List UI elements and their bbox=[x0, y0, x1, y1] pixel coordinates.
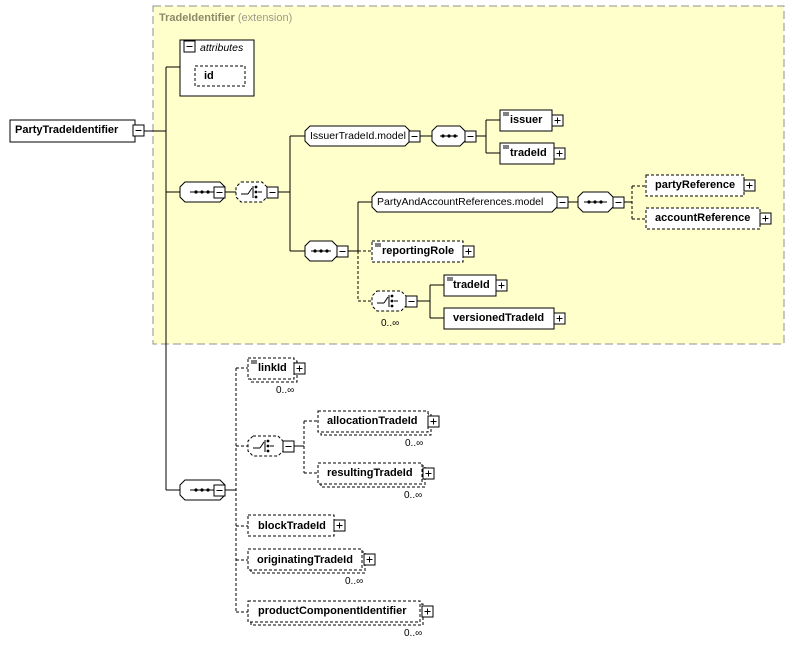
element-party-reference[interactable] bbox=[645, 174, 756, 197]
element-product-component-identifier[interactable] bbox=[247, 600, 434, 626]
element-account-reference[interactable] bbox=[645, 207, 772, 230]
element-originating-trade-id[interactable] bbox=[247, 548, 376, 574]
originating-trade-id-cardinality: 0..∞ bbox=[345, 576, 364, 587]
party-reference-label: partyReference bbox=[655, 179, 736, 191]
inner-choice-cardinality: 0..∞ bbox=[381, 318, 400, 329]
element-block-trade-id[interactable] bbox=[247, 514, 346, 537]
product-component-identifier-cardinality: 0..∞ bbox=[404, 628, 423, 639]
tradeid-label-2: tradeId bbox=[453, 279, 490, 291]
extension-type-name: TradeIdentifier bbox=[159, 12, 235, 24]
product-component-identifier-label: productComponentIdentifier bbox=[258, 605, 407, 617]
choice-compositor-1[interactable] bbox=[235, 181, 279, 203]
element-resulting-trade-id[interactable] bbox=[317, 462, 435, 488]
allocation-trade-id-cardinality: 0..∞ bbox=[405, 438, 424, 449]
root-element-label: PartyTradeIdentifier bbox=[15, 124, 119, 136]
sequence-compositor-2[interactable] bbox=[431, 125, 477, 147]
attributes-title: attributes bbox=[200, 42, 244, 54]
sequence-compositor-4[interactable] bbox=[577, 191, 625, 213]
party-model-label: PartyAndAccountReferences.model bbox=[377, 196, 544, 208]
tradeid-label-1: tradeId bbox=[510, 147, 547, 159]
element-versioned-trade-id[interactable] bbox=[443, 307, 566, 330]
attribute-id-label: id bbox=[204, 70, 214, 82]
issuer-model-label: IssuerTradeId.model bbox=[310, 130, 406, 142]
party-model-group[interactable] bbox=[371, 191, 569, 213]
element-allocation-trade-id[interactable] bbox=[317, 410, 440, 436]
reporting-role-label: reportingRole bbox=[382, 245, 455, 257]
allocation-trade-id-label: allocationTradeId bbox=[327, 415, 418, 427]
sequence-compositor-5[interactable] bbox=[179, 479, 226, 501]
block-trade-id-label: blockTradeId bbox=[258, 520, 326, 532]
optional-connectors bbox=[235, 185, 646, 613]
account-reference-label: accountReference bbox=[655, 212, 751, 224]
attributes-group bbox=[179, 39, 255, 97]
element-link-id[interactable] bbox=[247, 357, 306, 383]
choice-compositor-2[interactable] bbox=[371, 290, 418, 312]
element-issuer[interactable] bbox=[499, 109, 564, 132]
resulting-trade-id-cardinality: 0..∞ bbox=[404, 490, 423, 501]
element-reporting-role[interactable] bbox=[371, 240, 475, 263]
extension-suffix: (extension) bbox=[237, 12, 293, 24]
issuer-model-group[interactable] bbox=[304, 125, 421, 147]
element-tradeid-2[interactable] bbox=[443, 274, 508, 297]
choice-compositor-3[interactable] bbox=[247, 435, 295, 457]
issuer-label: issuer bbox=[510, 114, 543, 126]
connector-lines bbox=[144, 66, 632, 491]
sequence-compositor-3[interactable] bbox=[304, 240, 349, 262]
link-id-label: linkId bbox=[258, 362, 287, 374]
extension-title: TradeIdentifier (extension) bbox=[159, 12, 292, 24]
element-tradeid-1[interactable] bbox=[499, 142, 566, 165]
sequence-compositor-1[interactable] bbox=[179, 181, 226, 203]
versioned-trade-id-label: versionedTradeId bbox=[453, 312, 545, 324]
originating-trade-id-label: originatingTradeId bbox=[257, 554, 353, 566]
link-id-cardinality: 0..∞ bbox=[276, 385, 295, 396]
root-element[interactable] bbox=[9, 119, 145, 143]
resulting-trade-id-label: resultingTradeId bbox=[327, 467, 413, 479]
